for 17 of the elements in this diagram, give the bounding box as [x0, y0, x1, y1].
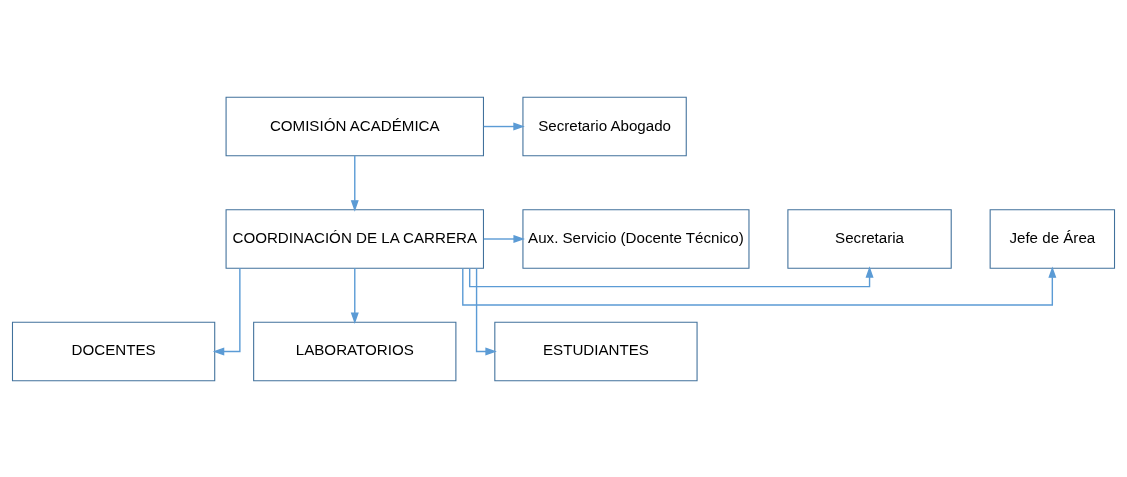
node-box: ESTUDIANTES [494, 321, 698, 381]
arrow [462, 265, 1057, 306]
arrow [483, 122, 525, 131]
node-box: Secretaria [787, 208, 952, 269]
arrow [350, 154, 359, 212]
arrow [350, 267, 359, 324]
node-box: Aux. Servicio (Docente Técnico) [522, 208, 750, 269]
node-box: COMISIÓN ACADÉMICA [225, 96, 484, 156]
arrow [483, 234, 525, 243]
arrow [212, 267, 241, 355]
arrow [468, 265, 874, 287]
node-box: LABORATORIOS [253, 321, 457, 381]
node-box: Secretario Abogado [522, 96, 687, 156]
node-box: COORDINACIÓN DE LA CARRERA [225, 208, 484, 269]
node-box: Jefe de Área [989, 208, 1116, 269]
node-box: DOCENTES [11, 321, 216, 381]
arrow [475, 267, 497, 355]
